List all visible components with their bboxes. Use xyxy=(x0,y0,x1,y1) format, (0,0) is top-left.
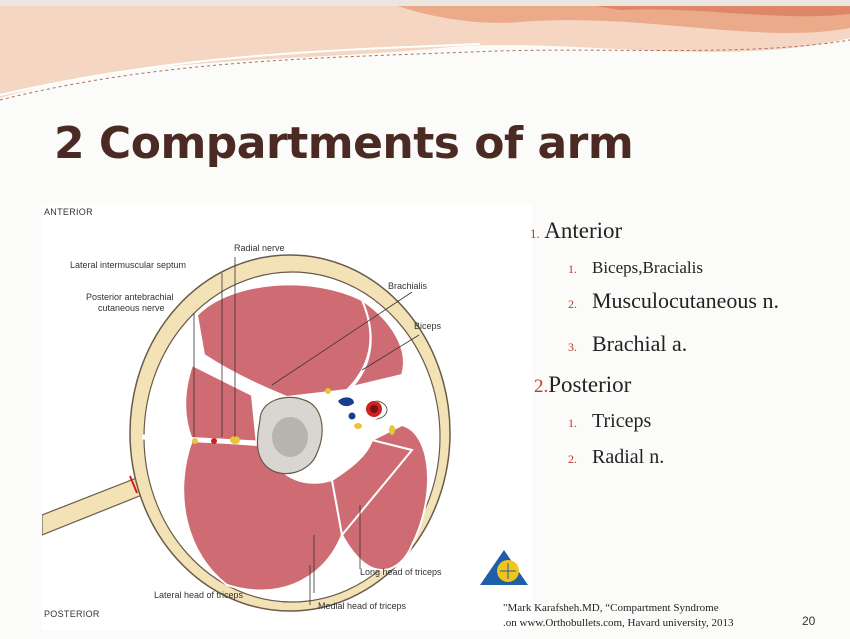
musculocutaneous-nerve xyxy=(325,388,331,394)
outline-subitem-triceps: 1.Triceps xyxy=(568,410,651,433)
label-medial-head-triceps: Medial head of triceps xyxy=(318,601,407,611)
arm-cross-section-figure: ANTERIOR POSTERIOR Radial nerve Lateral … xyxy=(42,205,532,630)
vein-small xyxy=(349,413,356,420)
label-biceps: Biceps xyxy=(414,321,442,331)
radial-collateral-artery xyxy=(211,438,217,444)
header-wave-decoration xyxy=(0,0,850,110)
bone-marrow xyxy=(272,417,308,457)
outline-subitem-radial-nerve: 2.Radial n. xyxy=(568,446,664,469)
label-brachialis: Brachialis xyxy=(388,281,428,291)
median-nerve xyxy=(354,423,362,429)
label-anterior: ANTERIOR xyxy=(44,207,93,217)
label-radial-nerve: Radial nerve xyxy=(234,243,285,253)
citation-line-2: .on www.Orthobullets.com, Havard univers… xyxy=(503,616,823,631)
label-lateral-intermuscular-septum: Lateral intermuscular septum xyxy=(70,260,186,270)
ulnar-nerve xyxy=(389,425,395,435)
label-lateral-head-triceps: Lateral head of triceps xyxy=(154,590,244,600)
label-cutaneous-nerve: cutaneous nerve xyxy=(98,303,165,313)
outline-item-posterior: 2.Posterior xyxy=(534,372,631,398)
outline-item-anterior: 1. Anterior xyxy=(530,218,622,244)
label-posterior-antebrachial: Posterior antebrachial xyxy=(86,292,174,302)
cutaneous-nerve xyxy=(192,438,198,444)
slide-title: 2 Compartments of arm xyxy=(54,118,633,169)
label-long-head-triceps: Long head of triceps xyxy=(360,567,442,577)
slide-number: 20 xyxy=(802,614,815,628)
outline-subitem-biceps: 1.Biceps,Bracialis xyxy=(568,258,703,278)
citation-line-1: "Mark Karafsheh.MD, “Compartment Syndrom… xyxy=(503,601,823,616)
citation: "Mark Karafsheh.MD, “Compartment Syndrom… xyxy=(503,601,823,631)
outline-subitem-musculocutaneous: 2.Musculocutaneous n. xyxy=(568,288,779,314)
radial-nerve xyxy=(230,436,240,444)
label-posterior: POSTERIOR xyxy=(44,609,100,619)
outline-subitem-brachial-artery: 3.Brachial a. xyxy=(568,331,687,357)
